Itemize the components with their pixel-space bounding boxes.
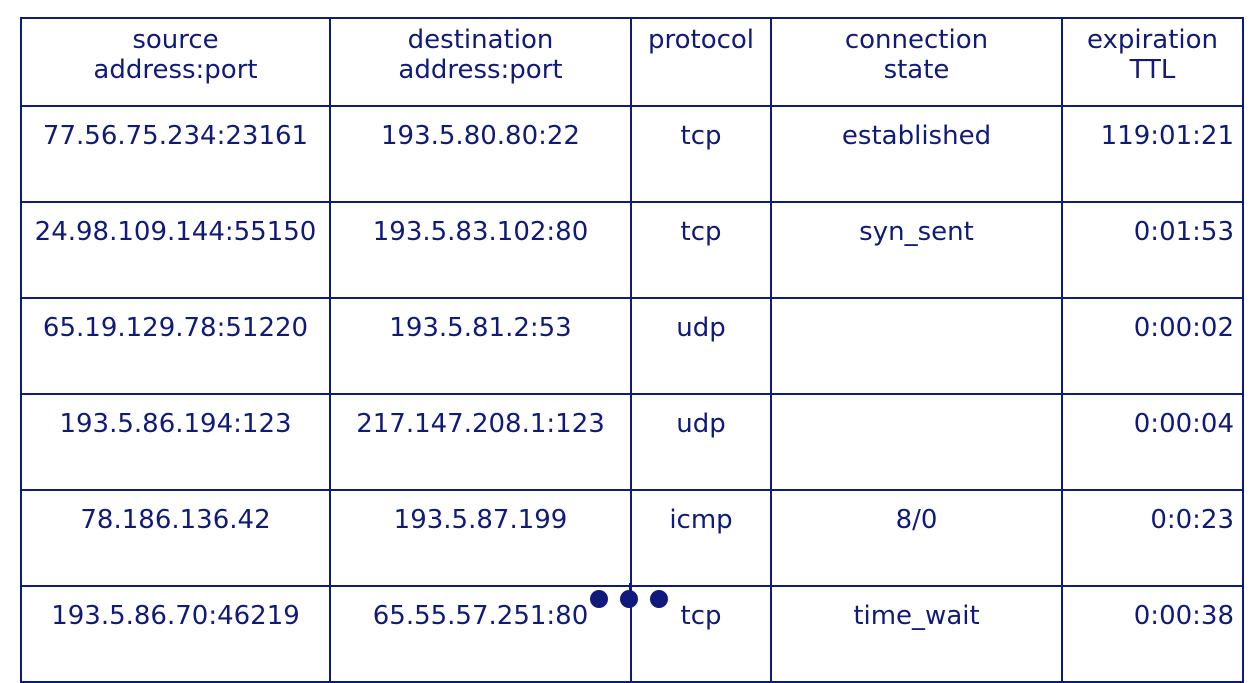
cell-source: 65.19.129.78:51220	[20, 297, 331, 395]
cell-ttl: 0:0:23	[1061, 489, 1244, 587]
cell-state: 8/0	[770, 489, 1063, 587]
cell-protocol: udp	[630, 297, 772, 395]
cell-state: time_wait	[770, 585, 1063, 683]
cell-destination: 65.55.57.251:80	[329, 585, 632, 683]
cell-source: 24.98.109.144:55150	[20, 201, 331, 299]
cell-state: established	[770, 105, 1063, 203]
cell-protocol: tcp	[630, 201, 772, 299]
cell-source: 193.5.86.194:123	[20, 393, 331, 491]
cell-destination: 193.5.83.102:80	[329, 201, 632, 299]
cell-destination: 193.5.80.80:22	[329, 105, 632, 203]
cell-protocol: tcp	[630, 105, 772, 203]
table-row: 78.186.136.42 193.5.87.199 icmp 8/0 0:0:…	[20, 489, 1244, 587]
cell-source: 193.5.86.70:46219	[20, 585, 331, 683]
dot-icon	[620, 590, 638, 608]
cell-ttl: 119:01:21	[1061, 105, 1244, 203]
continuation-line	[629, 583, 631, 595]
cell-protocol: udp	[630, 393, 772, 491]
cell-source: 77.56.75.234:23161	[20, 105, 331, 203]
cell-protocol: icmp	[630, 489, 772, 587]
cell-ttl: 0:01:53	[1061, 201, 1244, 299]
cell-destination: 217.147.208.1:123	[329, 393, 632, 491]
cell-state	[770, 393, 1063, 491]
cell-destination: 193.5.87.199	[329, 489, 632, 587]
cell-destination: 193.5.81.2:53	[329, 297, 632, 395]
dot-icon	[590, 590, 608, 608]
more-rows-ellipsis-icon	[590, 590, 668, 608]
table-row: 24.98.109.144:55150 193.5.83.102:80 tcp …	[20, 201, 1244, 299]
table-row: 193.5.86.194:123 217.147.208.1:123 udp 0…	[20, 393, 1244, 491]
cell-ttl: 0:00:38	[1061, 585, 1244, 683]
table-row: 65.19.129.78:51220 193.5.81.2:53 udp 0:0…	[20, 297, 1244, 395]
table-row: 77.56.75.234:23161 193.5.80.80:22 tcp es…	[20, 105, 1244, 203]
header-protocol: protocol	[630, 17, 772, 107]
cell-state: syn_sent	[770, 201, 1063, 299]
dot-icon	[650, 590, 668, 608]
cell-ttl: 0:00:02	[1061, 297, 1244, 395]
cell-ttl: 0:00:04	[1061, 393, 1244, 491]
cell-state	[770, 297, 1063, 395]
cell-source: 78.186.136.42	[20, 489, 331, 587]
